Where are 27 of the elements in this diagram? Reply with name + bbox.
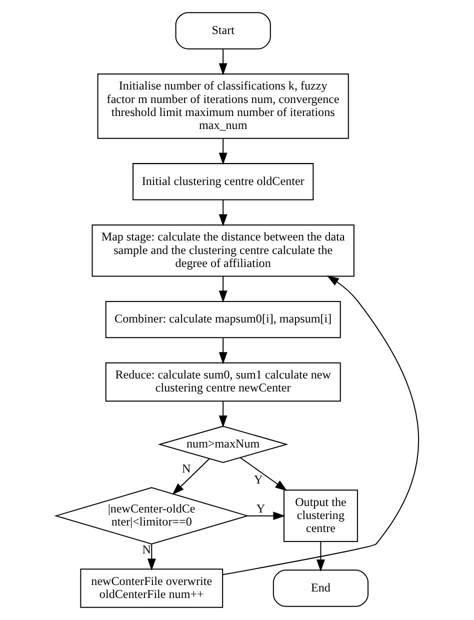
- arrow: [240, 457, 287, 492]
- node-box: Combiner: calculate mapsum0[i], mapsum[i]: [104, 300, 340, 338]
- arrow: [218, 401, 227, 428]
- node-box: Initialise number of classifications k, fuzzy factor m number of iterations num, convergence threshold limit maximum number of iterations max_num: [96, 73, 348, 139]
- arrow: [218, 49, 227, 76]
- arrow: [146, 544, 156, 571]
- node-box: Output the clustering centre: [282, 490, 358, 542]
- node-box: End: [272, 570, 368, 607]
- arrow: [218, 138, 227, 165]
- arrow: [218, 276, 227, 303]
- arrow: [246, 512, 285, 520]
- arrow: [218, 200, 227, 226]
- arrow: [172, 458, 210, 495]
- node-diamond: num>maxNum: [157, 426, 288, 463]
- arrow: [222, 276, 419, 576]
- arrow: [316, 542, 324, 572]
- node-box: Map stage: calculate the distance between the data sample and the clustering centre calculate the degree of affiliation: [91, 224, 354, 277]
- node-box: Start: [174, 12, 270, 50]
- node-box: Reduce: calculate sum0, sum1 calculate new clustering centre newCenter: [104, 362, 340, 402]
- edge-label: N: [182, 462, 190, 476]
- edge-label: N: [142, 542, 150, 556]
- edge-label: Y: [256, 501, 265, 516]
- node-box: newConterFile overwrite oldCenterFile num++: [80, 568, 223, 608]
- node-diamond: |newCenter-oldCenter|<limitor==0: [54, 487, 249, 545]
- arrow: [218, 338, 227, 364]
- edge-label: Y: [254, 472, 262, 487]
- node-box: Initial clustering centre oldCenter: [132, 163, 314, 200]
